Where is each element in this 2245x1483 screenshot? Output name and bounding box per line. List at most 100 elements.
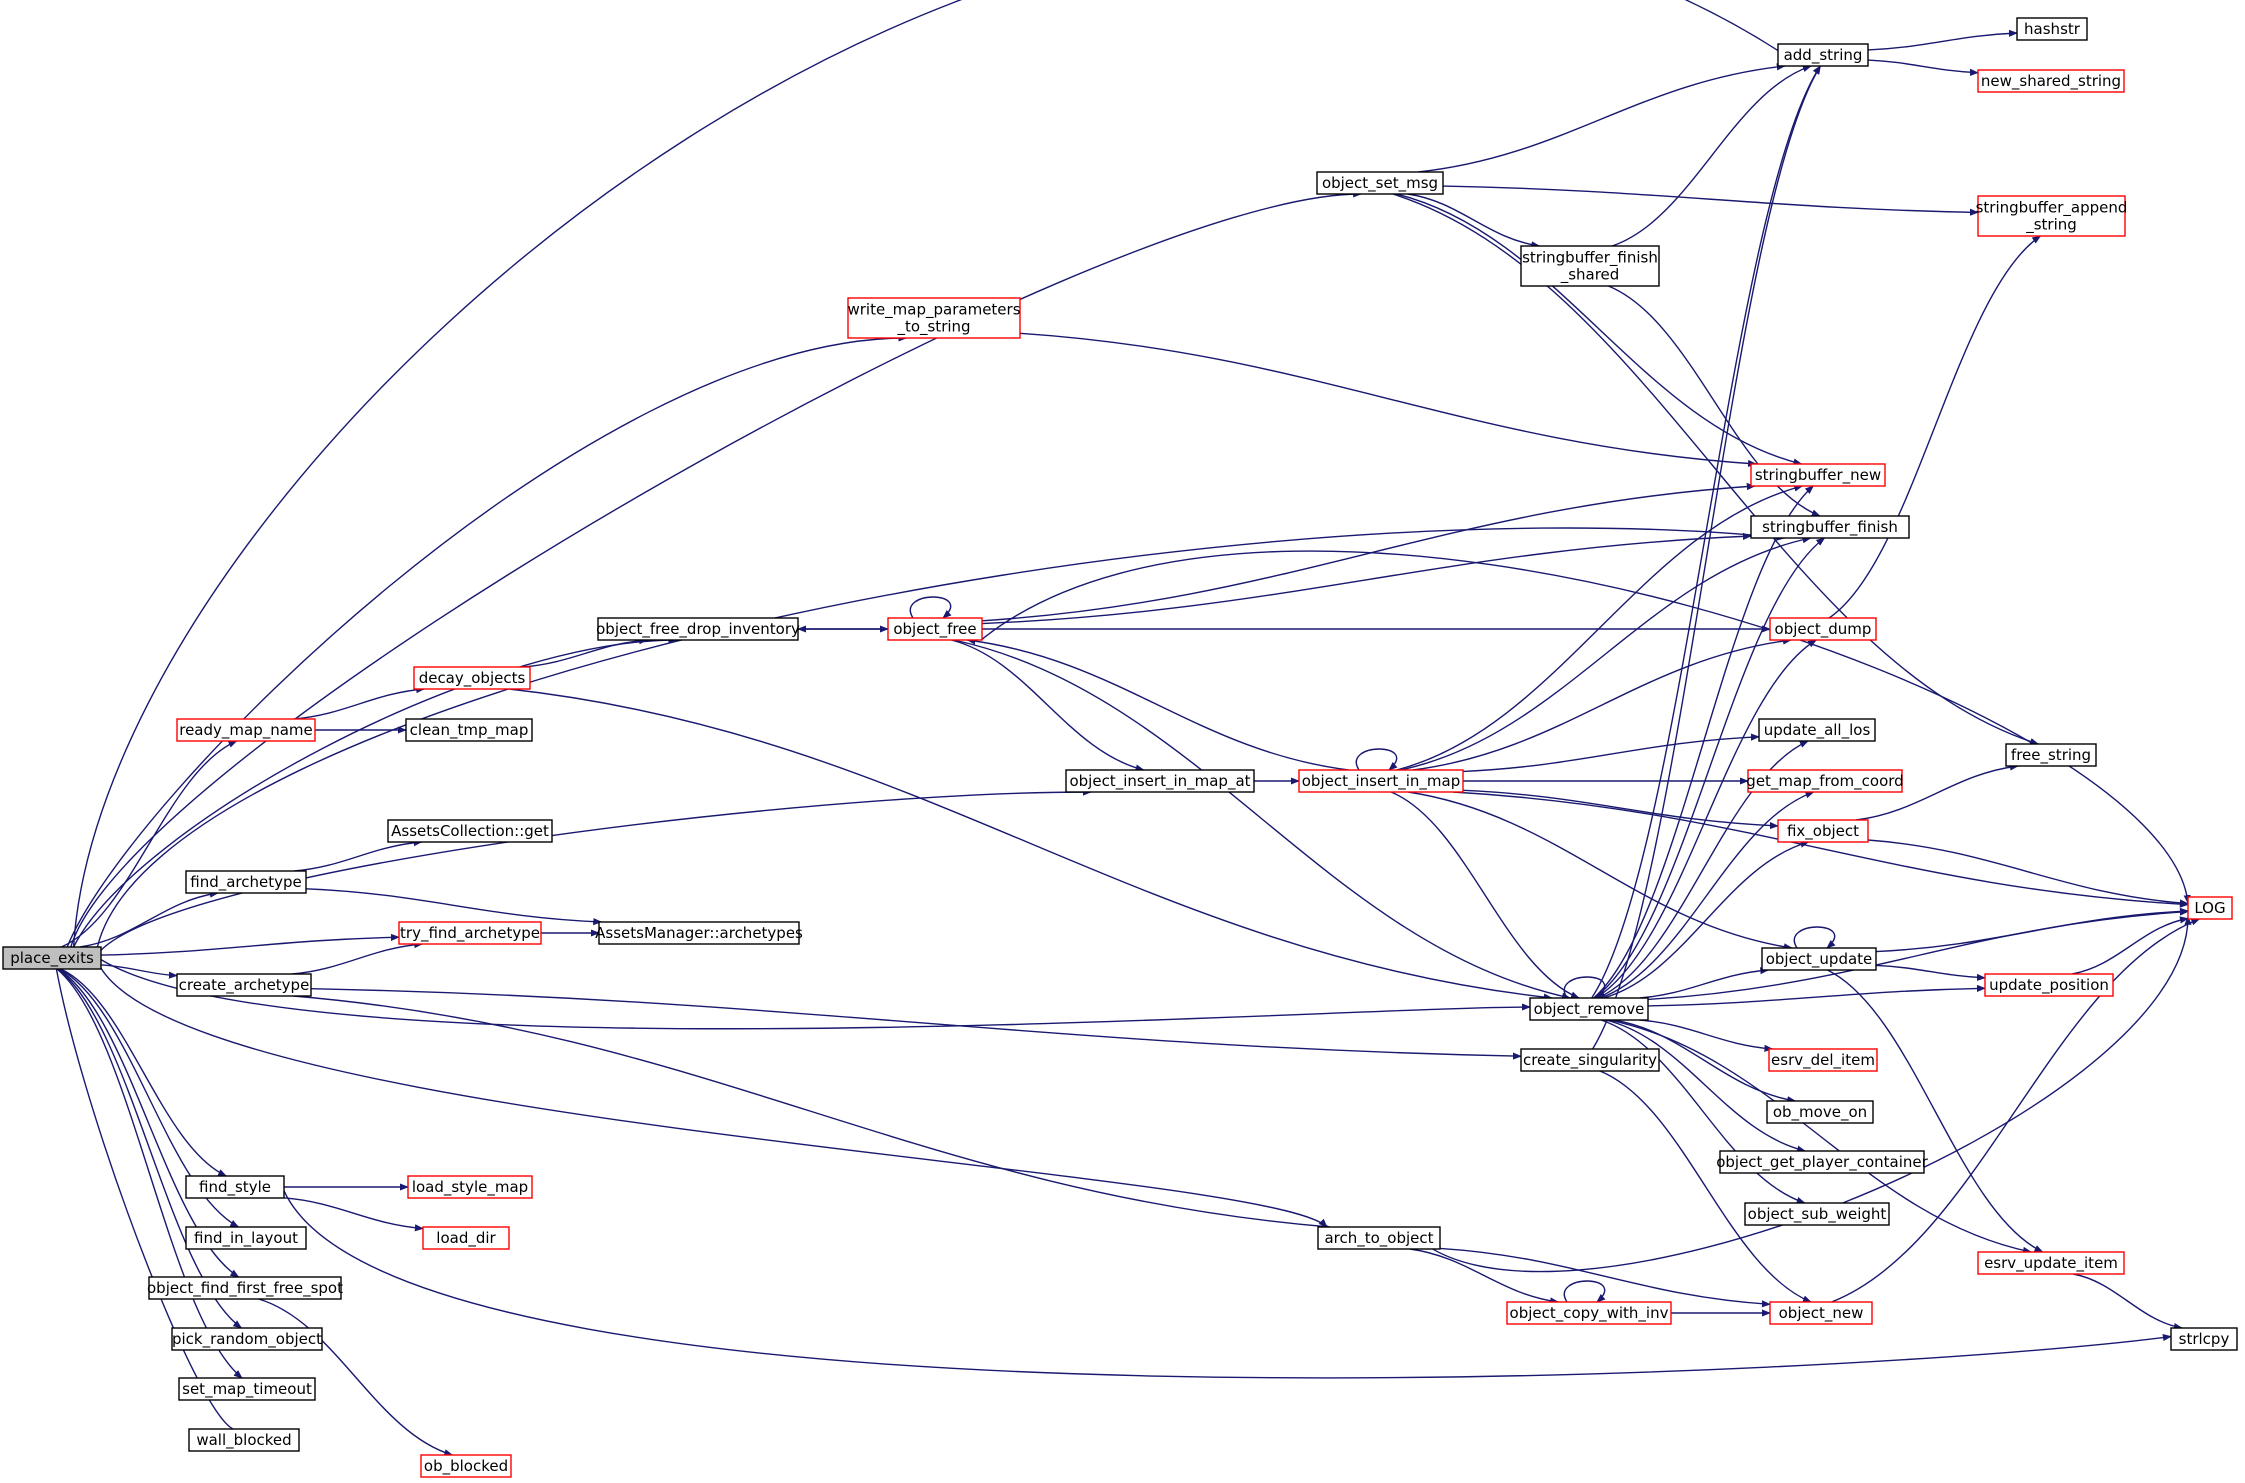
node-object-free[interactable]: object_free	[887, 617, 983, 641]
edge-esrv_update_item-to-strlcpy	[2072, 1273, 2183, 1331]
node-label: esrv_del_item	[1771, 1051, 1875, 1070]
edge-line	[1647, 908, 2189, 1001]
node-ob-blocked[interactable]: ob_blocked	[420, 1454, 512, 1478]
node-label: find_style	[199, 1178, 271, 1197]
node-stringbuffer-append-string[interactable]: stringbuffer_append_string	[1976, 195, 2128, 237]
edge-object_free-to-LOG	[981, 550, 2191, 905]
edge-line	[305, 888, 603, 926]
node-object-dump[interactable]: object_dump	[1769, 617, 1877, 641]
node-label: LOG	[2194, 899, 2225, 917]
node-box	[1977, 195, 2126, 237]
edge-object_set_msg-to-free_string	[1392, 193, 2039, 745]
node-label: create_singularity	[1523, 1051, 1657, 1070]
edge-line	[1595, 639, 1817, 999]
node-object-copy-with-inv[interactable]: object_copy_with_inv	[1506, 1301, 1672, 1325]
node-box	[171, 1327, 323, 1351]
node-esrv-update-item[interactable]: esrv_update_item	[1977, 1251, 2125, 1275]
edge-object_new-to-LOG	[1831, 918, 2201, 1303]
node-label: clean_tmp_map	[410, 721, 529, 740]
node-object-get-player-container[interactable]: object_get_player_container	[1716, 1150, 1929, 1174]
node-box	[597, 617, 799, 641]
node-object-insert-in-map[interactable]: object_insert_in_map	[1298, 769, 1464, 793]
edge-line	[981, 482, 1756, 622]
edge-object_remove-to-object_get_player_container	[1605, 1019, 1807, 1153]
node-box	[1977, 1251, 2125, 1275]
node-ready-map-name[interactable]: ready_map_name	[176, 718, 316, 742]
node-arch-to-object[interactable]: arch_to_object	[1317, 1226, 1441, 1250]
node-label: object_set_msg	[1322, 174, 1438, 193]
edge-object_find_first_free_spot-to-ob_blocked	[258, 1298, 454, 1457]
node-box	[1769, 1301, 1873, 1325]
node-object-remove[interactable]: object_remove	[1529, 997, 1649, 1021]
node-create-archetype[interactable]: create_archetype	[176, 973, 312, 997]
node-pick-random-object[interactable]: pick_random_object	[171, 1327, 323, 1351]
node-object-insert-in-map-at[interactable]: object_insert_in_map_at	[1065, 769, 1255, 793]
node-load-dir[interactable]: load_dir	[422, 1226, 510, 1250]
node-update-position[interactable]: update_position	[1984, 973, 2114, 997]
node-load-style-map[interactable]: load_style_map	[407, 1175, 533, 1199]
edge-line	[59, 968, 240, 1228]
edge-line	[293, 995, 1331, 1230]
node-box	[1298, 769, 1464, 793]
node-object-new[interactable]: object_new	[1769, 1301, 1873, 1325]
edge-line	[1793, 926, 1836, 949]
node-ob-move-on[interactable]: ob_move_on	[1766, 1100, 1874, 1124]
edge-place_exits-to-object_find_first_free_spot	[58, 968, 240, 1278]
edge-object_remove-to-ob_move_on	[1613, 1019, 1797, 1104]
node-place-exits[interactable]: place_exits	[2, 946, 102, 970]
node-hashstr[interactable]: hashstr	[2016, 17, 2088, 41]
node-esrv-del-item[interactable]: esrv_del_item	[1768, 1048, 1878, 1072]
node-new-shared-string[interactable]: new_shared_string	[1977, 69, 2125, 93]
node-find-style[interactable]: find_style	[185, 1175, 285, 1199]
node-fix-object[interactable]: fix_object	[1777, 819, 1869, 843]
edge-line	[1831, 918, 2201, 1303]
edge-add_string-to-new_shared_string	[1867, 59, 1979, 76]
node-get-map-from-coord[interactable]: get_map_from_coord	[1746, 769, 1904, 793]
node-stringbuffer-finish[interactable]: stringbuffer_finish	[1750, 515, 1910, 539]
node-label: try_find_archetype	[400, 924, 540, 943]
node-assetsmanager-archetypes[interactable]: AssetsManager::archetypes	[595, 921, 803, 945]
node-box	[413, 666, 531, 690]
node-write-map-parameters-to-string[interactable]: write_map_parameters_to_string	[847, 297, 1021, 339]
node-free-string[interactable]: free_string	[2005, 743, 2097, 767]
node-create-singularity[interactable]: create_singularity	[1520, 1048, 1660, 1072]
node-object-update[interactable]: object_update	[1761, 947, 1877, 971]
node-label: load_style_map	[412, 1178, 528, 1197]
node-decay-objects[interactable]: decay_objects	[413, 666, 531, 690]
node-box	[2016, 17, 2088, 41]
edge-object_free-to-stringbuffer_finish	[981, 532, 1752, 625]
node-label: find_archetype	[190, 873, 302, 892]
edge-line	[1019, 332, 1757, 468]
edge-line	[1400, 536, 1812, 771]
node-clean-tmp-map[interactable]: clean_tmp_map	[405, 718, 533, 742]
node-object-sub-weight[interactable]: object_sub_weight	[1744, 1202, 1890, 1226]
node-find-archetype[interactable]: find_archetype	[185, 870, 307, 894]
node-find-in-layout[interactable]: find_in_layout	[185, 1226, 307, 1250]
node-object-set-msg[interactable]: object_set_msg	[1316, 171, 1444, 195]
edge-object_remove-to-get_map_from_coord	[1600, 791, 1815, 999]
node-update-all-los[interactable]: update_all_los	[1758, 718, 1876, 742]
node-object-free-drop-inventory[interactable]: object_free_drop_inventory	[596, 617, 800, 641]
node-box	[1719, 1150, 1925, 1174]
node-label: ready_map_name	[179, 721, 313, 740]
edge-object_insert_in_map-to-update_all_los	[1462, 733, 1760, 773]
node-strlcpy[interactable]: strlcpy	[2170, 1327, 2238, 1351]
node-box	[1777, 43, 1869, 67]
edge-line	[56, 968, 243, 1379]
node-set-map-timeout[interactable]: set_map_timeout	[178, 1377, 316, 1401]
edge-line	[1600, 1019, 1806, 1204]
node-stringbuffer-finish-shared[interactable]: stringbuffer_finish_shared	[1520, 245, 1660, 287]
node-try-find-archetype[interactable]: try_find_archetype	[398, 921, 542, 945]
node-object-find-first-free-spot[interactable]: object_find_first_free_spot	[147, 1276, 343, 1300]
node-wall-blocked[interactable]: wall_blocked	[188, 1428, 300, 1452]
node-assetscollection-get[interactable]: AssetsCollection::get	[387, 819, 553, 843]
node-box	[176, 718, 316, 742]
node-log[interactable]: LOG	[2187, 896, 2233, 920]
edge-line	[966, 637, 1349, 771]
node-add-string[interactable]: add_string	[1777, 43, 1869, 67]
edge-line	[951, 639, 1145, 772]
edge-line	[1608, 285, 1821, 517]
node-label: arch_to_object	[1324, 1229, 1433, 1248]
node-stringbuffer-new[interactable]: stringbuffer_new	[1750, 463, 1886, 487]
edge-object_remove-to-esrv_update_item	[1608, 1019, 2032, 1254]
